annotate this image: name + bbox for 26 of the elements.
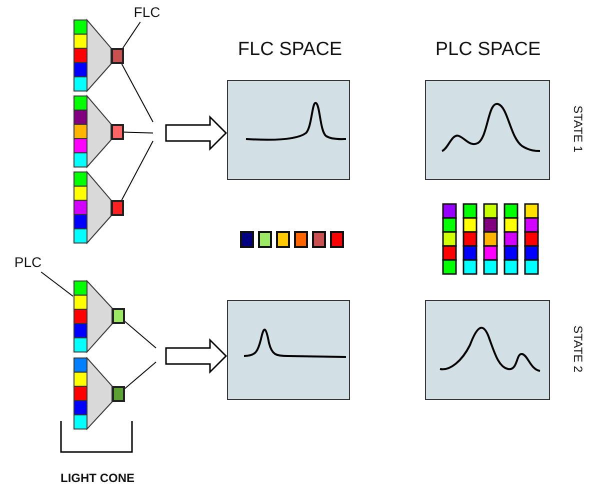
heading-label: LIGHT CONE: [60, 470, 136, 487]
heading-label: FLC SPACE: [236, 38, 344, 62]
connector-line: [124, 132, 154, 134]
heading-label: STATE 1: [570, 104, 586, 154]
leader-line: [122, 22, 141, 48]
plot-panel: [227, 300, 350, 400]
color-square: [111, 124, 124, 140]
plot-panel: [425, 300, 550, 400]
callout-label: PLC: [12, 252, 44, 272]
block-arrow: [165, 115, 228, 151]
leader-line: [40, 272, 74, 297]
callout-label: FLC: [131, 2, 163, 22]
heading-label: STATE 2: [570, 324, 586, 374]
color-square: [111, 200, 124, 216]
color-square: [111, 48, 124, 64]
color-square: [112, 308, 125, 324]
plot-panel: [227, 80, 350, 180]
block-arrow: [165, 338, 228, 374]
light-cone-drawing: [74, 280, 112, 354]
color-square: [112, 386, 125, 402]
connector-line: [124, 362, 156, 389]
heading-label: PLC SPACE: [434, 38, 542, 62]
connector-line: [121, 64, 154, 122]
connector-line: [124, 321, 156, 348]
plot-panel: [425, 80, 550, 180]
connector-line: [121, 140, 154, 200]
